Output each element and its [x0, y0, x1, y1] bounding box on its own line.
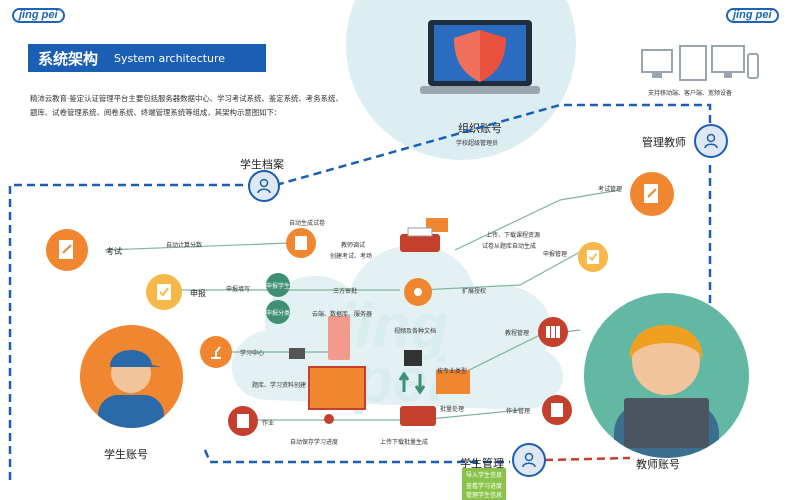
flow-cloud-db: 云端、数据库、服务器 [312, 311, 373, 318]
document-icon [551, 403, 563, 417]
checklist-icon [586, 250, 600, 264]
keyboard-icon [289, 348, 305, 359]
devices-icon [640, 44, 760, 90]
save-progress-dot [324, 414, 334, 424]
declare-student-pill: 申报学生 [266, 273, 290, 297]
devices-caption: 支持移动端、客户端、宽频设备 [648, 90, 733, 97]
flow-by-major: 按专业类型 [437, 368, 468, 375]
lamp-icon [211, 346, 221, 359]
video-icon [404, 350, 422, 366]
flow-auto-paper: 自动生成试卷 [289, 220, 326, 227]
server-icon [328, 316, 350, 360]
declare-manage-label: 申报管理 [543, 251, 568, 258]
flow-declare-fill: 申报填写 [226, 286, 251, 293]
user-icon [257, 178, 271, 194]
homework-manage-module[interactable] [542, 395, 572, 425]
declare-manage-module[interactable] [578, 242, 608, 272]
printer-icon [398, 218, 464, 264]
binders-icon [546, 326, 560, 338]
manage-teacher-label: 管理教师 [642, 136, 686, 149]
flow-expand-auth: 扩展授权 [462, 288, 487, 295]
flow-question-create: 题库、学习资料创建 [252, 382, 307, 389]
homework-label: 作业 [262, 420, 275, 427]
homework-manage-label: 作业管理 [506, 408, 531, 415]
title-en: System architecture [114, 52, 226, 65]
org-laptop-icon [420, 12, 540, 106]
checklist-icon [157, 284, 171, 300]
declare-classify-pill: 申报分类 [266, 300, 290, 324]
flow-create-exam: 创建考试、考场 [330, 253, 373, 260]
classroom-icon [436, 370, 470, 394]
student-account-label: 学生账号 [104, 448, 148, 461]
flow-auto-score: 自动计算分数 [166, 242, 203, 249]
watermark-logo: jing pei [338, 292, 449, 415]
teaching-manage-module[interactable] [538, 317, 568, 347]
flow-auto-save: 自动保存学习进度 [290, 439, 339, 446]
student-manage-item-0: 导入学生信息 [462, 468, 507, 481]
flow-batch-process: 批量处理 [440, 406, 465, 413]
printer-icon-2 [400, 406, 436, 426]
teaching-manage-label: 教程管理 [505, 330, 530, 337]
declare-module[interactable] [146, 274, 182, 310]
student-manage-hub[interactable] [512, 443, 546, 477]
sync-arrows-icon [398, 371, 426, 395]
learning-center-label: 学习中心 [240, 350, 265, 357]
document-icon [237, 414, 249, 428]
auto-paper-icon [286, 228, 316, 258]
third-review-icon [404, 278, 432, 306]
edit-doc-icon [644, 184, 658, 203]
exam-manage-module[interactable] [630, 172, 674, 216]
teacher-avatar [584, 293, 749, 458]
manage-teacher-hub[interactable] [694, 124, 728, 158]
declare-label: 申报 [190, 289, 206, 298]
edit-doc-icon [59, 240, 73, 259]
user-icon [704, 133, 718, 149]
user-icon [522, 452, 536, 468]
teacher-account-label: 教师账号 [636, 458, 680, 471]
flow-upload-gen: 上传下载批量生成 [380, 439, 429, 446]
flow-video-docs: 视频及各种文档 [394, 328, 437, 335]
student-file-label: 学生档案 [240, 158, 284, 171]
title-zh: 系统架构 [38, 50, 99, 68]
student-manage-item-1: 查看学习进度 [462, 479, 507, 492]
monitor-icon [308, 366, 366, 410]
org-admin-label: 学校超级管理员 [456, 140, 499, 147]
flow-third-review: 三方审批 [333, 288, 358, 295]
logo-left: jing pei [12, 8, 65, 23]
flow-paper-auto: 试卷从题库自动生成 [482, 243, 537, 250]
exam-manage-label: 考试管理 [598, 186, 623, 193]
student-manage-item-2: 管理学生信息 [462, 490, 507, 500]
flow-proctor: 教师调试 [341, 242, 366, 249]
intro-text: 精沛云教育·鉴定认证管理平台主要包括服务器数据中心、学习考试系统、鉴定系统、考务… [30, 94, 343, 117]
learning-center-module[interactable] [200, 336, 232, 368]
exam-module[interactable] [46, 229, 88, 271]
homework-module[interactable] [228, 406, 258, 436]
logo-right: jing pei [726, 8, 779, 23]
student-manage-label: 学生管理 [460, 457, 504, 470]
section-title-bar: 系统架构 System architecture [28, 44, 266, 72]
student-file-hub[interactable] [248, 170, 280, 202]
flow-upload-dl: 上传、下载课程资源 [486, 232, 541, 239]
student-avatar [80, 325, 183, 428]
exam-label: 考试 [106, 247, 122, 256]
